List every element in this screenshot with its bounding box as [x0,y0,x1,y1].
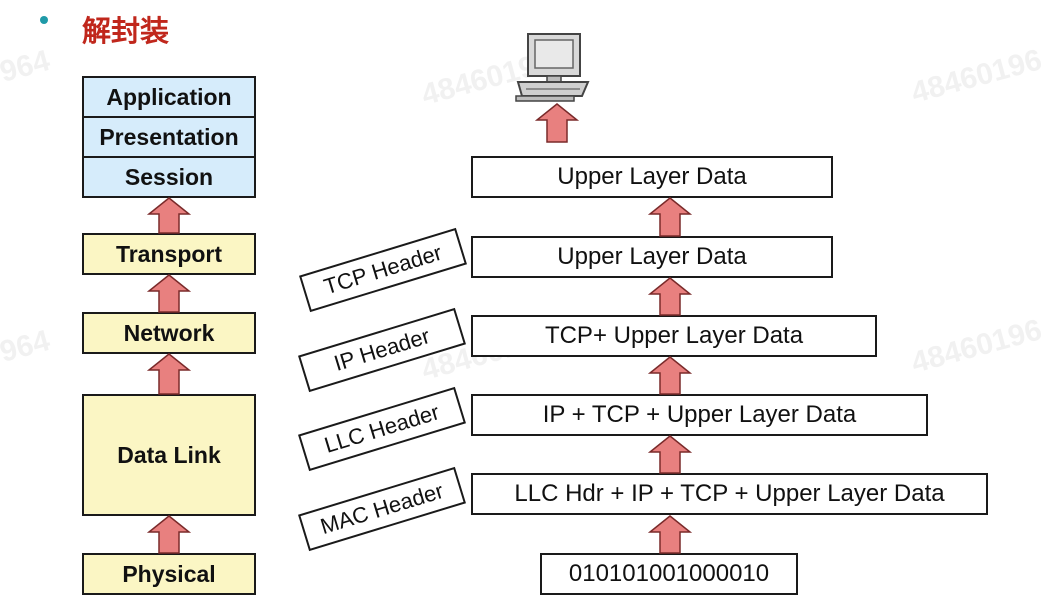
layer-data-link: Data Link [82,394,256,516]
data-box-upper-layer-2: Upper Layer Data [471,236,833,278]
up-arrow-icon [146,197,192,234]
layer-network: Network [82,312,256,354]
computer-icon [515,33,590,102]
layer-physical: Physical [82,553,256,595]
up-arrow-icon [647,515,693,554]
up-arrow-icon [647,435,693,474]
up-arrow-icon [146,353,192,395]
data-box-upper-layer-1: Upper Layer Data [471,156,833,198]
layer-application: Application [82,76,256,118]
up-arrow-icon [146,274,192,313]
layer-transport: Transport [82,233,256,275]
data-box-ip-tcp-upper: IP + TCP + Upper Layer Data [471,394,928,436]
layer-presentation: Presentation [82,116,256,158]
data-box-tcp-upper: TCP+ Upper Layer Data [471,315,877,357]
up-arrow-icon [534,103,580,143]
up-arrow-icon [647,277,693,316]
layer-session: Session [82,156,256,198]
data-box-bits: 010101001000010 [540,553,798,595]
bullet-icon [40,16,48,24]
up-arrow-icon [647,356,693,395]
up-arrow-icon [647,197,693,237]
up-arrow-icon [146,515,192,554]
slide-title: 解封装 [82,14,170,48]
data-box-llc-ip-tcp-upper: LLC Hdr + IP + TCP + Upper Layer Data [471,473,988,515]
